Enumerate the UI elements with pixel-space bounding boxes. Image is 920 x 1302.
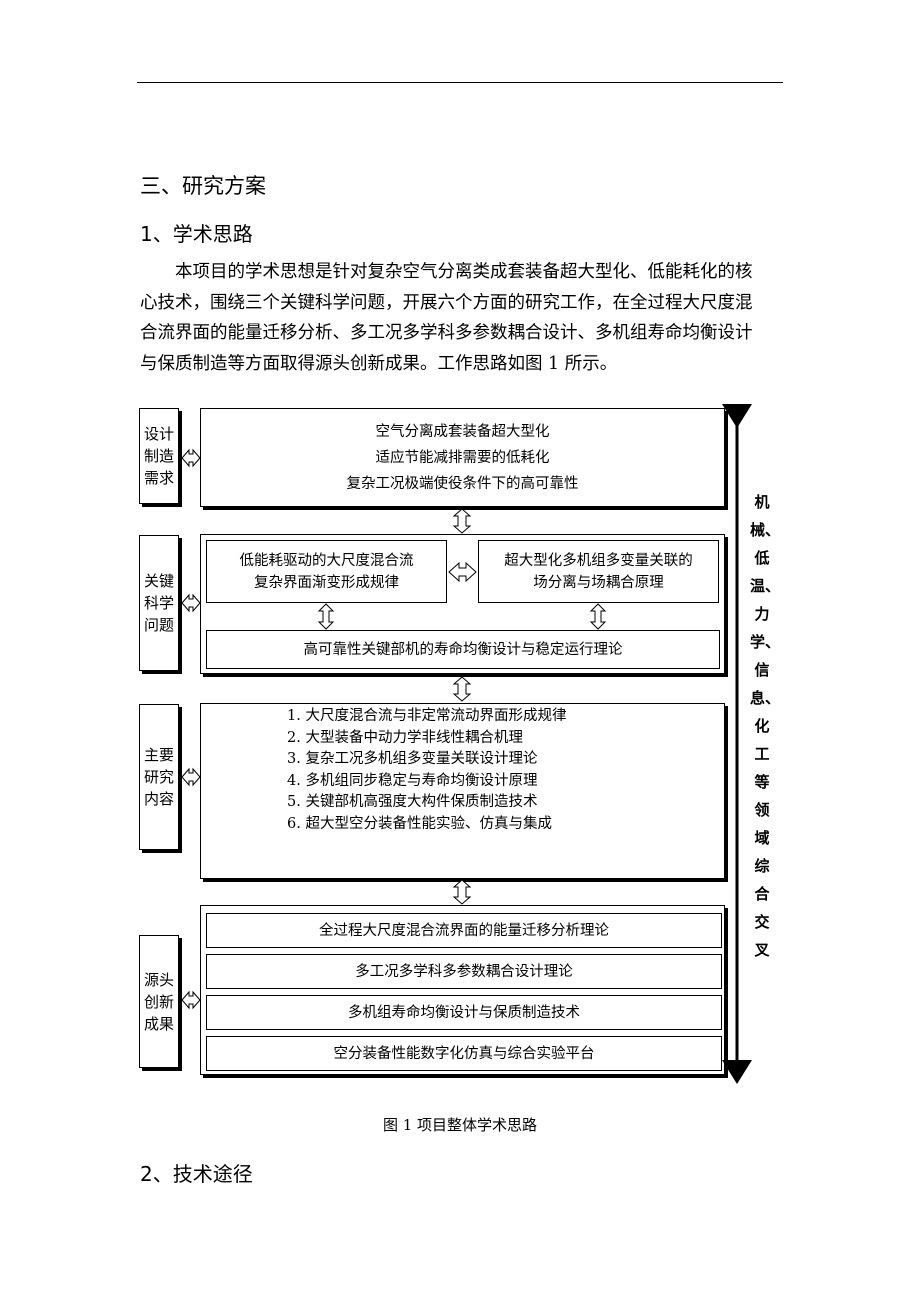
key-problem-text: 高可靠性关键部机的寿命均衡设计与稳定运行理论 (303, 641, 623, 658)
outcome-text: 多机组寿命均衡设计与保质制造技术 (348, 1004, 580, 1021)
side-label-design-needs: 设计 制造 需求 (139, 408, 179, 504)
outcome-item: 多机组寿命均衡设计与保质制造技术 (206, 995, 722, 1030)
vertical-label-text: 机械、低温、力学、信息、化工等领域综合交叉 (750, 493, 781, 959)
side-label-key-problems: 关键 科学 问题 (139, 535, 179, 671)
section-title: 三、研究方案 (140, 174, 266, 198)
side-label-text: 源头 创新 成果 (143, 970, 174, 1033)
research-item: 2. 大型装备中动力学非线性耦合机理 (287, 729, 523, 746)
research-item: 5. 关键部机高强度大构件保质制造技术 (287, 794, 538, 810)
outcome-text: 多工况多学科多参数耦合设计理论 (355, 963, 573, 980)
subsection-title-academic: 1、学术思路 (140, 222, 253, 246)
figure-caption: 图 1 项目整体学术思路 (382, 1116, 538, 1134)
header-rule (137, 82, 783, 83)
double-arrow-icon (181, 448, 201, 468)
double-arrow-icon (589, 603, 607, 630)
paragraph-line: 与保质制造等方面取得源头创新成果。工作思路如图 1 所示。 (140, 353, 618, 374)
vertical-label: 机械、低温、力学、信息、化工等领域综合交叉 (750, 488, 781, 964)
requirements-box: 空气分离成套装备超大型化 适应节能减排需要的低耗化 复杂工况极端使役条件下的高可… (200, 408, 725, 507)
research-item: 6. 超大型空分装备性能实验、仿真与集成 (287, 815, 552, 832)
double-arrow-icon (452, 676, 472, 702)
research-item: 3. 复杂工况多机组多变量关联设计理论 (287, 751, 538, 767)
paragraph: 本项目的学术思想是针对复杂空气分离类成套装备超大型化、低能耗化的核 心技术，围绕… (140, 257, 782, 379)
side-label-main-research: 主要 研究 内容 (139, 704, 179, 850)
research-list: 1. 大尺度混合流与非定常流动界面形成规律 2. 大型装备中动力学非线性耦合机理… (287, 706, 566, 835)
outcome-text: 全过程大尺度混合流界面的能量迁移分析理论 (319, 922, 609, 939)
key-problem-left: 低能耗驱动的大尺度混合流 复杂界面渐变形成规律 (206, 540, 447, 603)
double-arrow-icon (448, 561, 477, 583)
paragraph-line: 心技术，围绕三个关键科学问题，开展六个方面的研究工作，在全过程大尺度混 (140, 292, 753, 313)
requirement-item: 适应节能减排需要的低耗化 (375, 449, 550, 466)
double-arrow-icon (317, 603, 335, 630)
key-problem-text: 低能耗驱动的大尺度混合流 复杂界面渐变形成规律 (239, 552, 414, 591)
double-arrow-icon (181, 990, 201, 1010)
requirement-item: 复杂工况极端使役条件下的高可靠性 (346, 475, 579, 492)
research-item: 4. 多机组同步稳定与寿命均衡设计原理 (287, 772, 538, 789)
subsection-title-technical: 2、技术途径 (140, 1162, 253, 1186)
key-problem-right: 超大型化多机组多变量关联的 场分离与场耦合原理 (478, 540, 719, 603)
outcome-item: 空分装备性能数字化仿真与综合实验平台 (206, 1036, 722, 1071)
paragraph-line: 本项目的学术思想是针对复杂空气分离类成套装备超大型化、低能耗化的核 (175, 262, 753, 282)
paragraph-line: 合流界面的能量迁移分析、多工况多学科多参数耦合设计、多机组寿命均衡设计 (140, 323, 753, 343)
side-label-innovation: 源头 创新 成果 (139, 935, 179, 1068)
double-arrow-icon (181, 593, 201, 613)
double-arrow-icon (452, 879, 472, 905)
outcome-text: 空分装备性能数字化仿真与综合实验平台 (333, 1045, 595, 1062)
side-label-text: 主要 研究 内容 (143, 746, 174, 808)
outcome-item: 全过程大尺度混合流界面的能量迁移分析理论 (206, 913, 722, 948)
side-label-text: 设计 制造 需求 (143, 425, 174, 487)
key-problem-text: 超大型化多机组多变量关联的 场分离与场耦合原理 (504, 552, 693, 591)
side-label-text: 关键 科学 问题 (143, 572, 174, 634)
double-arrow-icon (181, 767, 201, 787)
research-content-box (200, 703, 725, 879)
requirement-item: 空气分离成套装备超大型化 (375, 423, 550, 440)
outcome-item: 多工况多学科多参数耦合设计理论 (206, 954, 722, 989)
key-problem-bottom: 高可靠性关键部机的寿命均衡设计与稳定运行理论 (206, 630, 720, 669)
research-item: 1. 大尺度混合流与非定常流动界面形成规律 (287, 708, 567, 724)
double-arrow-icon (452, 508, 472, 534)
